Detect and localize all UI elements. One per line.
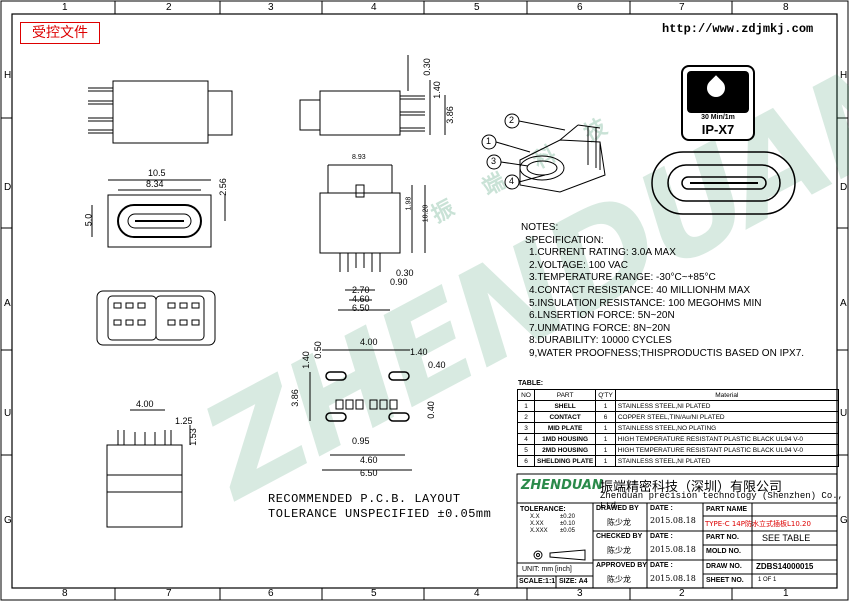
company-name-cn: 振端精密科技（深圳）有限公司 [600,480,783,495]
dim-label: 4.60 [352,294,370,304]
ip-rating-badge: 30 Min/1m IP-X7 [681,65,755,141]
side-view-left [88,80,233,144]
scale-label: SCALE:1:1 [519,578,556,585]
note-item: 4.CONTACT RESISTANCE: 40 MILLIONHM MAX [529,284,751,296]
note-item: 8.DURABILITY: 10000 CYCLES [529,335,672,347]
table-header-row: NO PART Q'TY Material [517,389,839,401]
dim-label: 10.5 [148,168,166,178]
dim-label: 4.00 [360,337,378,347]
date-approved: 2015.08.18 [650,574,696,583]
approver-name: 陈少龙 [607,575,631,584]
dim-label: 6.50 [360,468,378,478]
part-no: SEE TABLE [762,533,811,543]
dim-label: 4.00 [136,399,154,409]
note-item: 7.UNMATING FORCE: 8N~20N [529,322,671,334]
note-item: 3.TEMPERATURE RANGE: -30°C~+85°C [529,272,716,284]
part-name: TYPE-C 14P防水立式插板L10.20 [705,520,811,528]
company-logo: ZHENDUAN [521,478,603,493]
sheet-no: 1 OF 1 [758,577,777,583]
notes-spec: SPECIFICATION: [525,234,604,246]
website-url[interactable]: http://www.zdjmkj.com [662,22,814,36]
note-item: 9,WATER PROOFNESS;THISPRODUCTIS BASED ON… [529,347,805,359]
unit-label: UNIT: mm [inch] [522,566,572,573]
note-item: 2.VOLTAGE: 100 VAC [529,259,628,271]
callout-label-4: 4 [509,176,515,186]
table-title: TABLE: [518,380,544,387]
dim-label: 2.70 [352,285,370,295]
note-item: 1.CURRENT RATING: 3.0A MAX [529,247,676,259]
pcb-layout-view [309,349,412,471]
checker-name: 陈少龙 [607,546,631,555]
date-drawn: 2015.08.18 [650,516,696,525]
ip-badge-line2: IP-X7 [701,122,735,137]
side-view-right [299,55,446,136]
dim-label: 1.40 [410,347,428,357]
dim-label: 0.95 [352,436,370,446]
callout-label-2: 2 [509,115,515,125]
notes-title: NOTES: [521,222,559,233]
date-checked: 2015.08.18 [650,545,696,554]
note-item: 6.LNSERTION FORCE: 5N~20N [529,310,675,322]
company-name-en: Zhenduan precision technology (Shenzhen)… [600,491,844,511]
bottom-view [96,290,216,346]
dim-label: 6.50 [352,303,370,313]
dim-label: 0.30 [396,268,414,278]
draw-no: ZDBS14000015 [756,562,814,571]
notes-block: NOTES: SPECIFICATION: 1.CURRENT RATING: … [521,222,804,361]
body-front-view [319,164,426,311]
bottom-side-view [106,409,191,528]
dim-label: 8.34 [146,179,164,189]
dim-label: 4.60 [360,455,378,465]
size-label: SIZE: A4 [559,578,588,585]
callout-label-3: 3 [491,156,497,166]
controlled-document-stamp: 受控文件 [20,22,100,44]
dim-label: 0.90 [390,277,408,287]
dim-label: 8.93 [352,154,366,161]
recommended-layout-caption: RECOMMENDED P.C.B. LAYOUT TOLERANCE UNSP… [268,492,492,521]
port-closeup-view [651,151,796,215]
dim-label: 1.25 [175,416,193,426]
front-view [91,179,226,248]
drawer-name: 陈少龙 [607,518,631,527]
water-drop-icon [687,71,749,113]
note-item: 5.INSULATION RESISTANCE: 100 MEGOHMS MIN [529,297,762,309]
ip-badge-line1: 30 Min/1m [701,114,735,121]
tolerance-label: TOLERANCE: [520,506,566,513]
dim-label: 0.40 [428,360,446,370]
callout-label-1: 1 [486,136,492,146]
isometric-view [519,124,606,193]
